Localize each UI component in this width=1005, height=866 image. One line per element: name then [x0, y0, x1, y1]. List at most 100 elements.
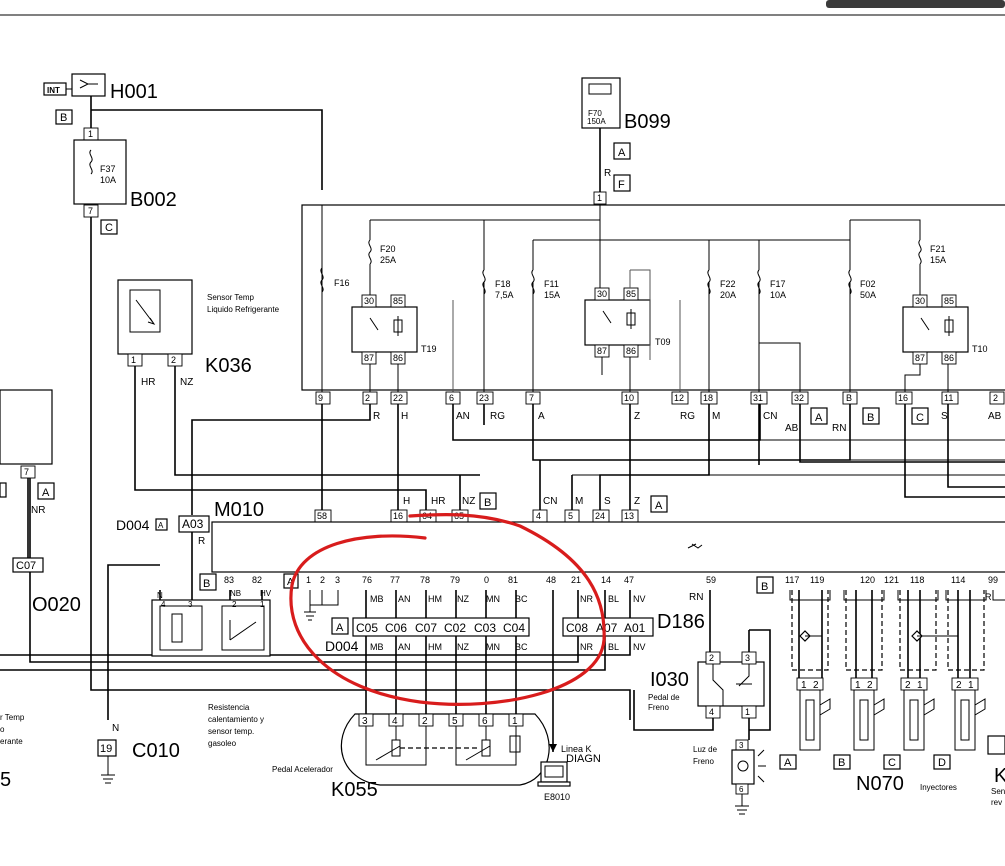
f17-amp: 10A [770, 290, 786, 300]
ecu-pin-114: 114 [951, 575, 965, 585]
res-desc-1: Resistencia [208, 703, 250, 712]
f20-amp: 25A [380, 255, 396, 265]
e8010-label: E8010 [544, 792, 570, 802]
wire-rg2: RG [680, 411, 695, 422]
box-conn-b-text: B [867, 412, 874, 424]
c07-label: C07 [16, 560, 36, 572]
k055-pin2: 2 [422, 716, 428, 727]
ecu-pin-78: 78 [420, 575, 430, 585]
res-pin4: 4 [161, 600, 166, 609]
connector-pin-labels: C05 C06 C07 C02 C03 C04 C08 A07 A01 [356, 621, 646, 635]
f11-label: F11 [544, 279, 559, 289]
ecu-pin-47: 47 [624, 575, 634, 585]
fuse-box-internal-wires [369, 264, 949, 392]
c07-box [12, 557, 44, 573]
conn-c03: C03 [474, 621, 496, 635]
m010-pin5: 5 [568, 511, 573, 521]
k055-pin3: 3 [362, 716, 368, 727]
inj-b-pin2: 2 [867, 680, 873, 691]
d004-label-bottom: D004 [325, 638, 359, 654]
t19-pin30: 30 [364, 296, 374, 306]
ecu-conn-b-left: B [203, 578, 210, 590]
ecu-pin-119: 119 [810, 575, 824, 585]
box-pin-2: 2 [365, 393, 370, 403]
i030-pin2: 2 [709, 653, 714, 663]
int-label: INT [47, 86, 60, 95]
res-pin1: 1 [260, 600, 265, 609]
res-pin3: 3 [188, 600, 193, 609]
left-conn-a-text: A [42, 487, 50, 499]
inj-label-c: C [888, 757, 896, 769]
wire-m: M [712, 411, 720, 422]
box-pin-9: 9 [318, 393, 323, 403]
right-edge-wire [992, 590, 1005, 601]
k055-pin5: 5 [452, 716, 458, 727]
t10-pin30: 30 [915, 296, 925, 306]
wire-bot-hm: HM [428, 642, 442, 652]
b099-f: F [618, 179, 625, 191]
wire-bot-bl: BL [608, 642, 619, 652]
ecu-pin-21: 21 [571, 575, 581, 585]
ecu-conn-b-right: B [761, 581, 768, 593]
ecu-pin-76: 76 [362, 575, 372, 585]
inj-c-pin1: 1 [917, 680, 923, 691]
f18-amp: 7,5A [495, 290, 514, 300]
wires-resistance-sensor [107, 532, 263, 720]
component-left-sensor [0, 389, 53, 465]
fuse-box-gray-wires [452, 300, 681, 392]
connector-wire-labels-bottom: MB AN HM NZ MN BC NR BL NV [370, 642, 646, 652]
m010-label: M010 [214, 499, 264, 521]
m010-wire-hr: HR [431, 496, 445, 507]
h001-connector-b [55, 109, 73, 125]
b002-label: B002 [130, 189, 177, 211]
b099-wire-r: R [604, 168, 611, 179]
ground-icon [304, 590, 339, 621]
k036-desc1: Sensor Temp [207, 293, 255, 302]
right-cut-text2: rev [991, 798, 1002, 807]
component-b099: F70 150A B099 A R F 1 [581, 77, 671, 205]
box-pin-32: 32 [794, 393, 804, 403]
m010-pin58: 58 [317, 511, 327, 521]
k055-pin4: 4 [392, 716, 398, 727]
conn-c07: C07 [415, 621, 437, 635]
d004-a-text: A [158, 521, 164, 530]
k036-wire-nz: NZ [180, 377, 193, 388]
f22-amp: 20A [720, 290, 736, 300]
m010-pin4: 4 [536, 511, 541, 521]
f70-label: F70 [588, 109, 602, 118]
res-wire-nb: NB [230, 589, 241, 598]
f18-label: F18 [495, 279, 511, 289]
box-pin-b: B [846, 393, 852, 403]
component-b002: 1 F37 10A 7 C B002 [73, 127, 177, 235]
box-pin-12: 12 [674, 393, 684, 403]
fuse-f21: F21 15A [918, 239, 946, 265]
box-pin-7: 7 [529, 393, 534, 403]
m010-wire-m: M [575, 496, 583, 507]
brake-light-pin3: 3 [739, 741, 744, 750]
window-tab[interactable] [826, 0, 1005, 8]
m010-wire-h: H [403, 496, 410, 507]
component-k036: 1 2 Sensor Temp Liquido Refrigerante K03… [117, 279, 280, 388]
m010-conn-a-text: A [655, 500, 663, 512]
conn-c08: C08 [566, 621, 588, 635]
brake-light-pin6: 6 [739, 785, 744, 794]
t10-label: T10 [972, 344, 988, 354]
i030-label: I030 [650, 669, 689, 691]
f22-label: F22 [720, 279, 736, 289]
b002-pin1: 1 [88, 129, 93, 139]
f02-amp: 50A [860, 290, 876, 300]
f70-amp: 150A [587, 117, 606, 126]
wires-pedal-harness [365, 590, 517, 714]
t09-pin30: 30 [597, 289, 607, 299]
diag-arrow-icon [549, 744, 557, 752]
t09-pin87: 87 [597, 346, 607, 356]
box-pin-18: 18 [703, 393, 713, 403]
b099-label: B099 [624, 111, 671, 133]
ecu-pin-118: 118 [910, 575, 924, 585]
b099-a: A [618, 147, 626, 159]
h001-b-text: B [60, 112, 67, 124]
wire-an: AN [456, 411, 470, 422]
box-conn-c [911, 407, 929, 425]
wire-rg: RG [490, 411, 505, 422]
t19-pin86: 86 [393, 353, 403, 363]
